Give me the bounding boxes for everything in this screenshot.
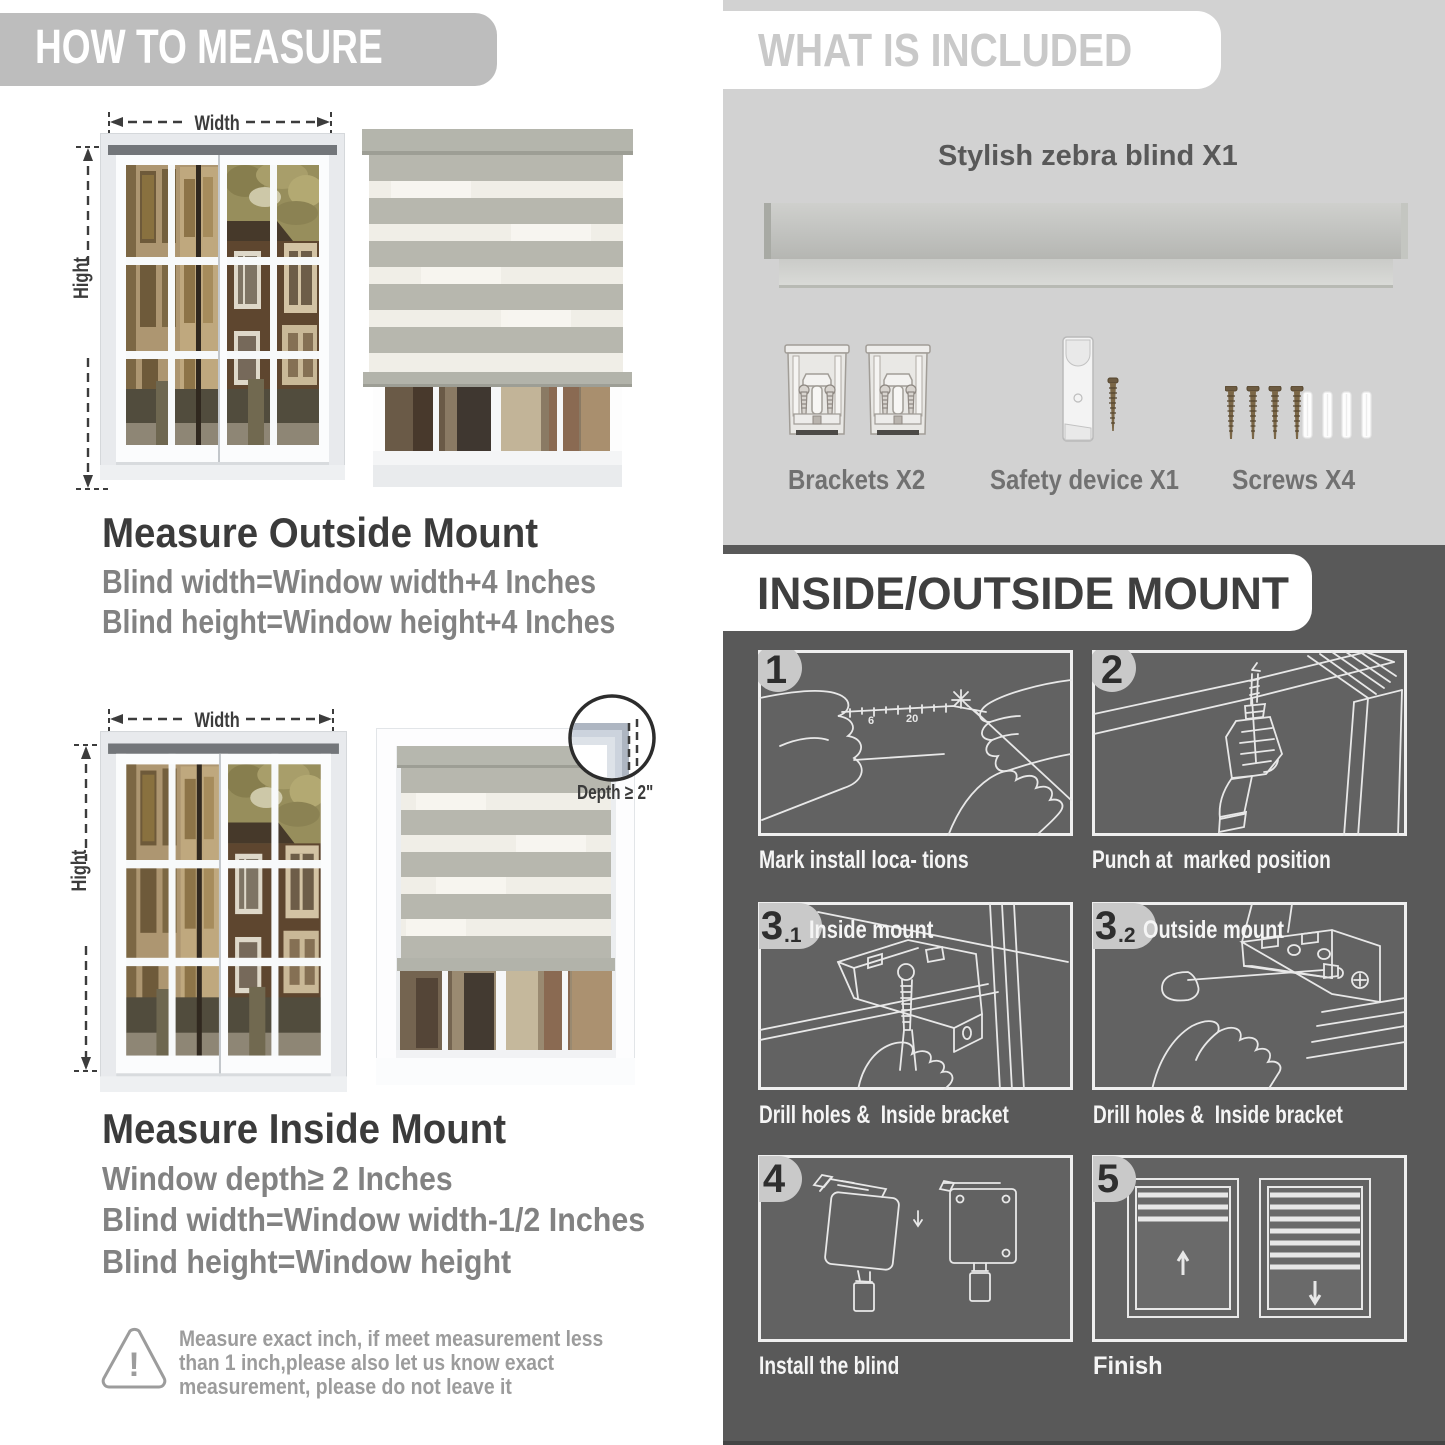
svg-text:20: 20: [906, 713, 918, 725]
svg-text:Width: Width: [194, 111, 239, 134]
svg-text:Hight: Hight: [72, 256, 92, 298]
svg-text:4: 4: [763, 1157, 786, 1201]
svg-text:Inside mount: Inside mount: [809, 916, 934, 944]
svg-text:5: 5: [1097, 1157, 1119, 1201]
svg-text:1: 1: [765, 650, 787, 692]
svg-text:!: !: [128, 1346, 139, 1384]
svg-text:3: 3: [761, 904, 783, 948]
svg-text:6: 6: [868, 715, 874, 727]
svg-text:2: 2: [1101, 650, 1123, 692]
svg-text:Width: Width: [194, 708, 239, 731]
svg-text:Hight: Hight: [70, 849, 90, 891]
svg-text:.2: .2: [1118, 924, 1136, 947]
svg-text:.1: .1: [784, 924, 802, 947]
svg-text:Outside mount: Outside mount: [1143, 916, 1284, 944]
svg-text:3: 3: [1095, 904, 1117, 948]
